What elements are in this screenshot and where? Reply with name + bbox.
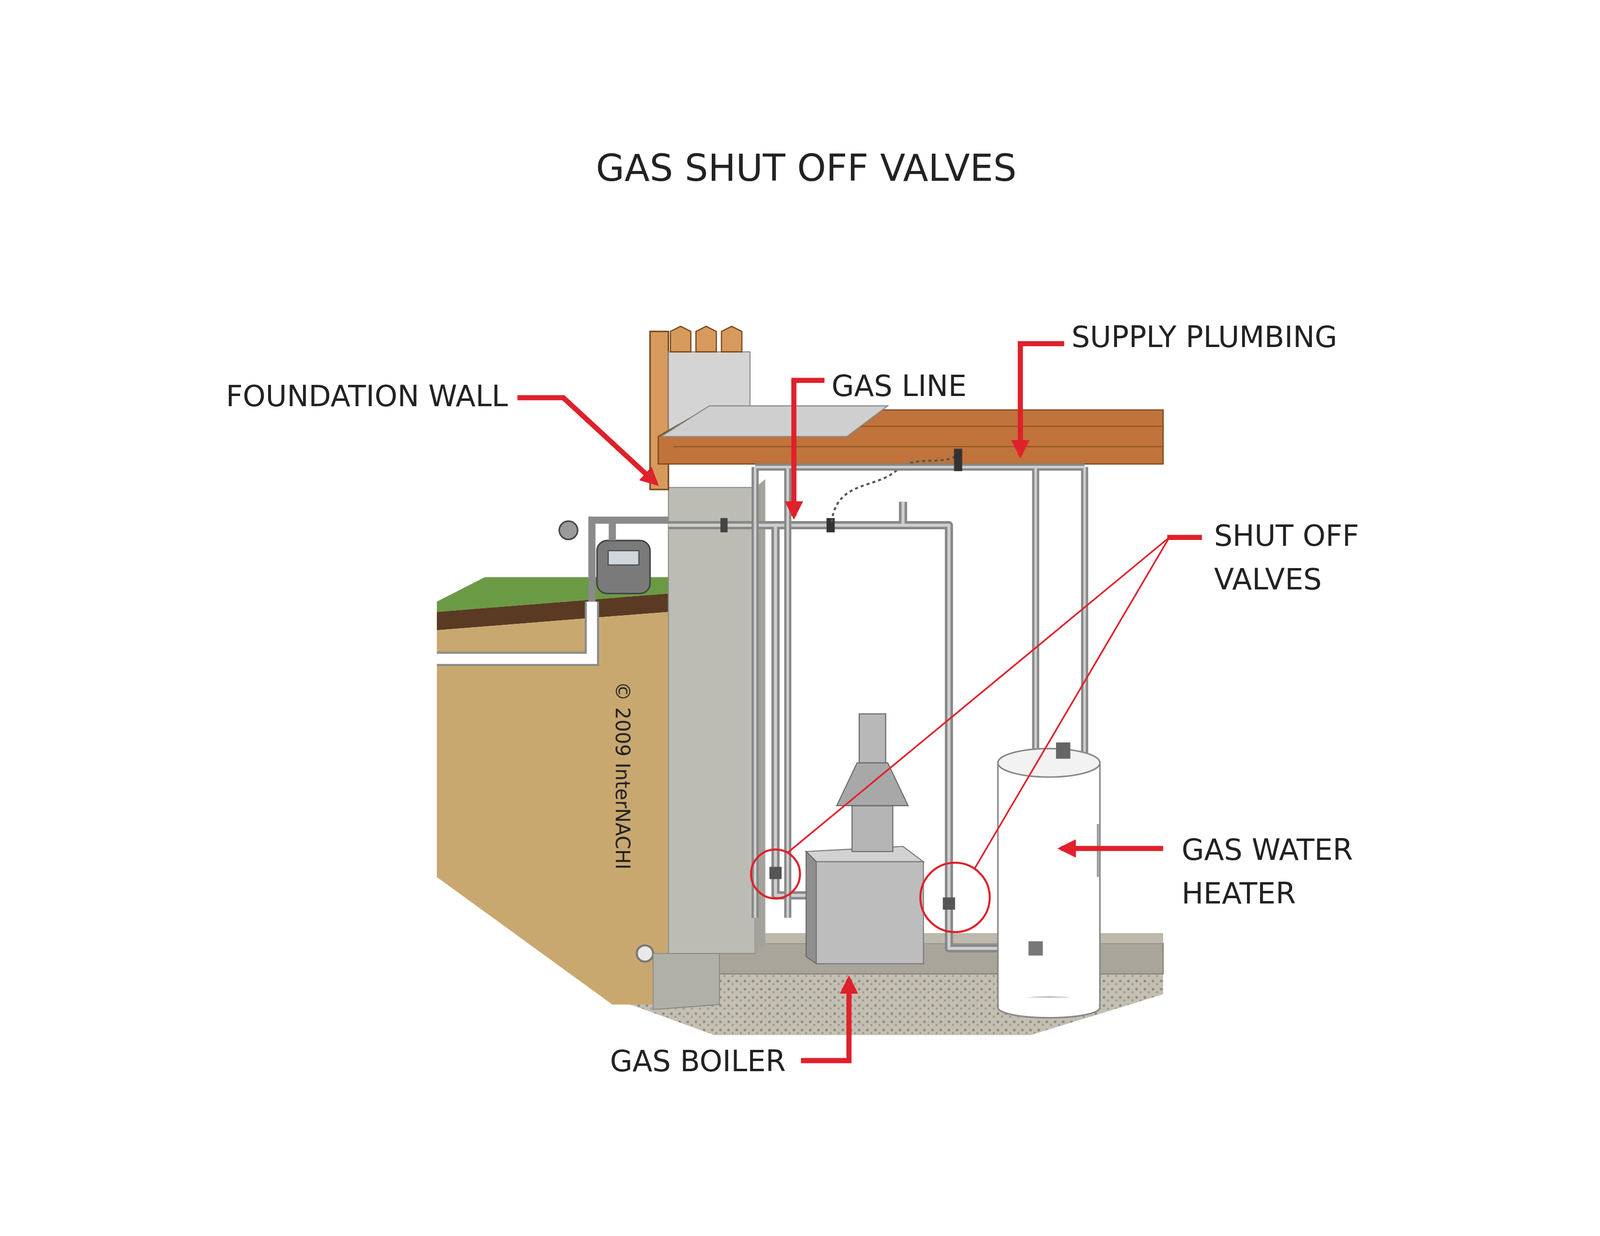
leader-arrows: [517, 343, 1164, 1061]
joist-line: [673, 446, 1164, 448]
valve-callout-circle: [751, 849, 800, 899]
meter-piping: [592, 520, 669, 602]
gas-meter: [596, 540, 650, 594]
service-pipe: [436, 601, 592, 659]
service-pipe-core: [436, 601, 592, 659]
copyright-watermark: © 2009 InterNACHI: [608, 681, 638, 870]
valve: [943, 897, 956, 910]
part-label: GAS BOILER: [609, 1039, 786, 1084]
stud: [695, 326, 717, 352]
gas-boiler: [806, 714, 924, 964]
footing: [653, 953, 720, 1010]
stud: [670, 326, 691, 352]
part-label: GAS LINE: [831, 364, 967, 408]
soil: [436, 611, 669, 1005]
part-label: FOUNDATION WALL: [225, 374, 509, 418]
diagram-title: GAS SHUT OFF VALVES: [595, 145, 1017, 191]
gas-meter-face: [608, 550, 639, 565]
regulator: [559, 521, 578, 540]
part-label: SHUT OFF VALVES: [1214, 513, 1423, 602]
part-label: GAS WATER HEATER: [1181, 828, 1405, 916]
leader-bar: [1167, 535, 1202, 541]
subfloor: [661, 405, 888, 437]
drain-tile: [636, 945, 654, 962]
leader-line: [787, 537, 1170, 853]
gas-water-heater: [997, 742, 1100, 1019]
part-label: SUPPLY PLUMBING: [1071, 315, 1338, 359]
valve: [769, 866, 782, 880]
pipe-fitting: [826, 518, 835, 533]
foundation-wall: [668, 487, 756, 955]
pipe-fitting: [954, 448, 963, 472]
pipe-fitting: [720, 518, 728, 533]
stud: [721, 326, 742, 352]
rim-board: [650, 331, 669, 490]
leader-line: [974, 537, 1170, 870]
valve-callout-circle: [920, 863, 990, 933]
